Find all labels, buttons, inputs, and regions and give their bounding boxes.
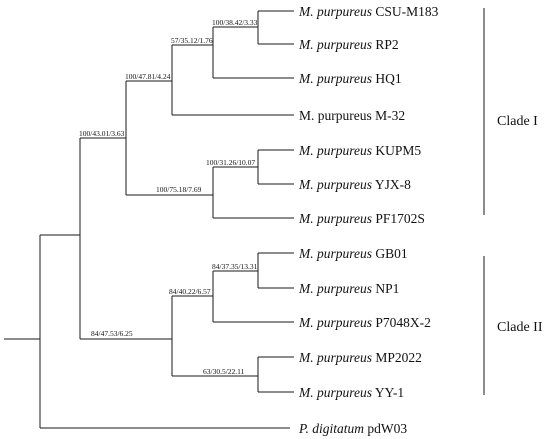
taxon-label: M. purpureus M-32 (299, 108, 405, 123)
taxon-genus: M. purpureus (298, 211, 372, 226)
taxon-genus: M. purpureus (298, 385, 372, 400)
support-label: 100/75.18/7.69 (156, 185, 202, 194)
taxon-label: M. purpureus PF1702S (298, 211, 425, 226)
tree-branches (4, 10, 294, 429)
taxon-genus: M. purpureus (298, 350, 372, 365)
support-label: 84/40.22/6.57 (169, 287, 211, 296)
taxon-label: M. purpureus KUPM5 (298, 143, 421, 158)
support-label: 100/43.01/3.63 (79, 129, 125, 138)
taxon-label: M. purpureus RP2 (298, 37, 399, 52)
taxon-genus: M. purpureus (299, 108, 372, 123)
taxon-labels: M. purpureus CSU-M183 M. purpureus RP2 M… (298, 4, 439, 436)
support-label: 57/35.12/1.76 (171, 36, 213, 45)
taxon-strain: CSU-M183 (375, 4, 438, 19)
taxon-strain: YY-1 (375, 385, 404, 400)
taxon-genus: P. digitatum (298, 421, 364, 436)
taxon-strain: KUPM5 (375, 143, 421, 158)
support-label: 84/37.35/13.31 (212, 262, 258, 271)
taxon-label: M. purpureus MP2022 (298, 350, 422, 365)
support-label: 100/47.81/4.24 (125, 72, 171, 81)
taxon-genus: M. purpureus (298, 315, 372, 330)
clade-annotations: Clade I Clade II (483, 8, 543, 395)
taxon-strain: HQ1 (375, 71, 401, 86)
taxon-label: M. purpureus P7048X-2 (298, 315, 431, 330)
taxon-label: M. purpureus HQ1 (298, 71, 402, 86)
clade1-label: Clade I (497, 114, 538, 129)
support-label: 100/38.42/3.33 (212, 18, 258, 27)
taxon-genus: M. purpureus (298, 246, 372, 261)
taxon-genus: M. purpureus (298, 281, 372, 296)
taxon-strain: YJX-8 (375, 177, 411, 192)
taxon-strain: NP1 (375, 281, 399, 296)
taxon-strain: M-32 (375, 108, 405, 123)
support-label: 100/31.26/10.07 (206, 158, 255, 167)
taxon-label: M. purpureus NP1 (298, 281, 399, 296)
clade2-label: Clade II (497, 320, 543, 335)
taxon-genus: M. purpureus (298, 143, 372, 158)
taxon-strain: P7048X-2 (375, 315, 431, 330)
taxon-genus: M. purpureus (298, 177, 372, 192)
taxon-strain: MP2022 (375, 350, 422, 365)
taxon-label: M. purpureus YY-1 (298, 385, 404, 400)
taxon-label: M. purpureus YJX-8 (298, 177, 411, 192)
taxon-strain: pdW03 (367, 421, 407, 436)
taxon-genus: M. purpureus (298, 4, 372, 19)
taxon-strain: RP2 (375, 37, 398, 52)
taxon-label: M. purpureus CSU-M183 (298, 4, 439, 19)
support-label: 63/30.5/22.11 (203, 367, 245, 376)
taxon-label: M. purpureus GB01 (298, 246, 408, 261)
taxon-strain: PF1702S (375, 211, 425, 226)
taxon-strain: GB01 (375, 246, 407, 261)
taxon-genus: M. purpureus (298, 37, 372, 52)
taxon-label: P. digitatum pdW03 (298, 421, 407, 436)
support-label: 84/47.53/6.25 (91, 329, 133, 338)
support-values: 100/38.42/3.33 57/35.12/1.76 100/47.81/4… (79, 18, 258, 376)
taxon-genus: M. purpureus (298, 71, 372, 86)
